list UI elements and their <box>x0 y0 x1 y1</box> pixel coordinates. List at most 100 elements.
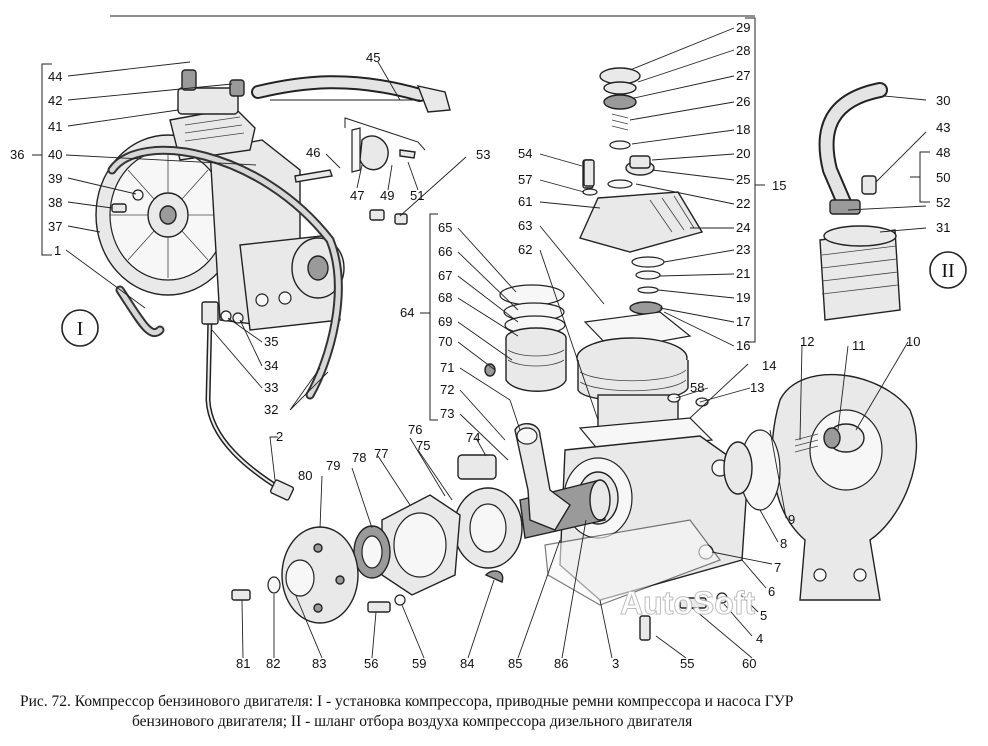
callout-60: 60 <box>742 656 756 671</box>
callout-41: 41 <box>48 119 62 134</box>
callout-83: 83 <box>312 656 326 671</box>
callout-22: 22 <box>736 196 750 211</box>
callout-63: 63 <box>518 218 532 233</box>
callout-12: 12 <box>800 334 814 349</box>
callout-54: 54 <box>518 146 532 161</box>
callout-53: 53 <box>476 147 490 162</box>
callout-59: 59 <box>412 656 426 671</box>
view-1-installation <box>95 69 451 501</box>
ring-19 <box>637 286 659 294</box>
callout-labels: 44 42 41 36 40 39 38 37 1 35 34 33 32 2 … <box>10 20 950 671</box>
callout-18: 18 <box>736 122 750 137</box>
bushing-74 <box>457 454 497 480</box>
callout-75: 75 <box>416 438 430 453</box>
drive-belts <box>107 146 343 400</box>
ring-21 <box>635 270 661 280</box>
callout-74: 74 <box>466 430 480 445</box>
callout-61: 61 <box>518 194 532 209</box>
callout-62: 62 <box>518 242 532 257</box>
front-bearing-cover <box>353 487 523 596</box>
callout-85: 85 <box>508 656 522 671</box>
callout-39: 39 <box>48 171 62 186</box>
callout-23: 23 <box>736 242 750 257</box>
callout-19: 19 <box>736 290 750 305</box>
washer-39 <box>132 189 144 201</box>
power-steering-pump-bracket <box>239 234 345 331</box>
callout-58: 58 <box>690 380 704 395</box>
callout-2: 2 <box>276 429 283 444</box>
callout-11: 11 <box>852 338 866 353</box>
callout-78: 78 <box>352 450 366 465</box>
callout-82: 82 <box>266 656 280 671</box>
callout-21: 21 <box>736 266 750 281</box>
callout-55: 55 <box>680 656 694 671</box>
callout-45: 45 <box>366 50 380 65</box>
callout-26: 26 <box>736 94 750 109</box>
callout-32: 32 <box>264 402 278 417</box>
callout-73: 73 <box>440 406 454 421</box>
callout-33: 33 <box>264 380 278 395</box>
callout-44: 44 <box>48 69 62 84</box>
bolt-54 <box>583 159 595 187</box>
cylinder-head-cover <box>579 191 704 253</box>
callout-56: 56 <box>364 656 378 671</box>
callout-36: 36 <box>10 147 24 162</box>
bolt-55 <box>639 615 651 641</box>
view-marker-2: II <box>929 251 967 289</box>
callout-66: 66 <box>438 244 452 259</box>
callout-68: 68 <box>438 290 452 305</box>
caption-line-2: бензинового двигателя; II - шланг отбора… <box>132 713 693 730</box>
callout-4: 4 <box>756 631 763 646</box>
callout-8: 8 <box>780 536 787 551</box>
callout-13: 13 <box>750 380 764 395</box>
main-exploded-view <box>231 67 918 641</box>
piston-assembly <box>484 284 567 392</box>
caption-line-1: Рис. 72. Компрессор бензинового двигател… <box>20 693 794 710</box>
callout-27: 27 <box>736 68 750 83</box>
callout-64: 64 <box>400 305 414 320</box>
callout-49: 49 <box>380 188 394 203</box>
callout-25: 25 <box>736 172 750 187</box>
callout-79: 79 <box>326 458 340 473</box>
callout-5: 5 <box>760 608 767 623</box>
callout-86: 86 <box>554 656 568 671</box>
callout-50: 50 <box>936 170 950 185</box>
callout-81: 81 <box>236 656 250 671</box>
hose-clamp-set <box>294 127 416 225</box>
callout-80: 80 <box>298 468 312 483</box>
washer-59 <box>394 594 406 606</box>
valve-stack <box>582 67 655 196</box>
callout-29: 29 <box>736 20 750 35</box>
callout-31: 31 <box>936 220 950 235</box>
callout-10: 10 <box>906 334 920 349</box>
callout-67: 67 <box>438 268 452 283</box>
callout-17: 17 <box>736 314 750 329</box>
callout-9: 9 <box>788 512 795 527</box>
bolt-56 <box>367 601 391 613</box>
callout-77: 77 <box>374 446 388 461</box>
callout-3: 3 <box>612 656 619 671</box>
callout-43: 43 <box>936 120 950 135</box>
view-2-air-hose <box>818 82 901 321</box>
view-marker-1: I <box>61 309 99 347</box>
washer-4 <box>716 592 728 604</box>
callout-20: 20 <box>736 146 750 161</box>
callout-35: 35 <box>264 334 278 349</box>
drive-flange <box>231 526 504 624</box>
callout-71: 71 <box>440 360 454 375</box>
callout-72: 72 <box>440 382 454 397</box>
callout-84: 84 <box>460 656 474 671</box>
callout-57: 57 <box>518 172 532 187</box>
connecting-rod <box>514 423 571 531</box>
callout-40: 40 <box>48 147 62 162</box>
callout-48: 48 <box>936 145 950 160</box>
callout-15: 15 <box>772 178 786 193</box>
callout-65: 65 <box>438 220 452 235</box>
oil-pipe-33 <box>201 301 295 501</box>
callout-47: 47 <box>350 188 364 203</box>
callout-76: 76 <box>408 422 422 437</box>
callout-7: 7 <box>774 560 781 575</box>
cylinder-head-view-1 <box>169 69 256 161</box>
callout-16: 16 <box>736 338 750 353</box>
figure-caption: Рис. 72. Компрессор бензинового двигател… <box>20 692 970 732</box>
